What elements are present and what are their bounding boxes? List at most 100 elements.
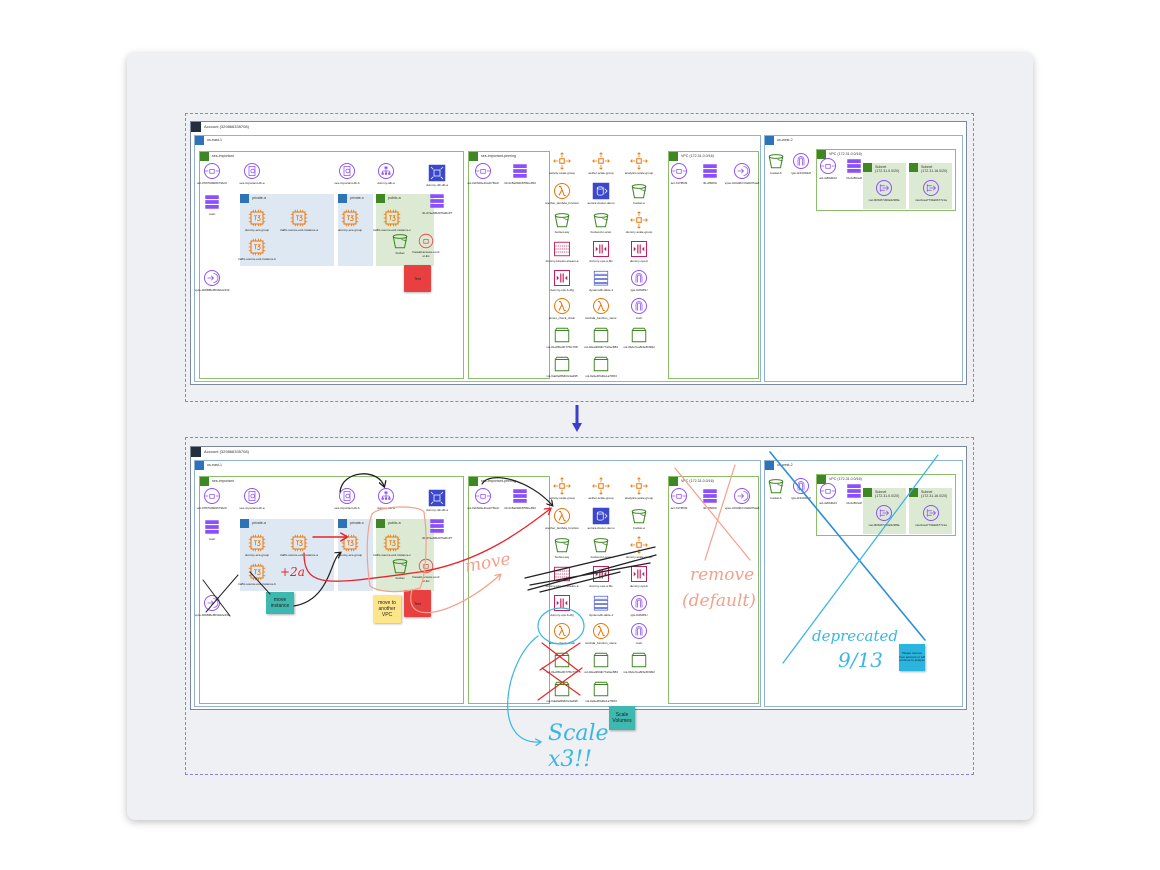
resource-node[interactable]: rtb-0c8a0b6b87f8ce653 [500, 487, 540, 510]
vpc-box[interactable]: ses-important-peering [468, 476, 550, 704]
resource-node[interactable]: bucket-say [542, 211, 582, 234]
resource-node[interactable]: ses-important-db-a [232, 487, 272, 510]
region-box[interactable]: us-east-1 [194, 460, 761, 707]
resource-node[interactable]: ses-important-db-b [327, 162, 367, 185]
subnet-box[interactable]: public-a [376, 194, 434, 266]
resource-node[interactable]: dummy-ops-a-ftls [581, 565, 621, 588]
resource-node[interactable]: lambda_function_name [581, 622, 621, 645]
resource-node[interactable]: dummy-alb-a [366, 162, 406, 185]
resource-node[interactable]: dummy-scale-group [619, 211, 659, 234]
sticky-note-move-instance[interactable]: move instance [266, 592, 294, 614]
resource-node[interactable]: bucket-for-scan [581, 211, 621, 234]
resource-node[interactable]: vol-0b2e7ea6f3e6f3992 [619, 326, 659, 349]
resource-node[interactable]: activity-scale-group [542, 477, 582, 500]
resource-node[interactable]: nat-0f2b0f7d30a3c9f8a [864, 504, 904, 527]
resource-node[interactable]: dummy-ecs-group [237, 534, 277, 557]
resource-node[interactable]: igw-0c1b6f0e8 [781, 152, 821, 175]
resource-node[interactable]: vol-0de8ef8f2b0c4a295 [542, 680, 582, 703]
resource-node[interactable]: another_lambda_function [542, 507, 582, 530]
resource-node[interactable]: main [192, 518, 232, 541]
resource-node[interactable]: bucket-for-scan [581, 536, 621, 559]
resource-node[interactable]: bucket-a [619, 182, 659, 205]
sticky-note-scale-volumes[interactable]: Scale Volumes [609, 706, 635, 730]
resource-node[interactable]: rtb-07ae6f6d07fa6b4f7 [417, 192, 457, 215]
resource-node[interactable]: vol-0de8ef8f2b0c4a295 [542, 355, 582, 378]
resource-node[interactable]: nat-0cea7730a6b77c1a [911, 179, 951, 202]
resource-node[interactable]: acl-0787b08d6b79bc0 [192, 487, 232, 510]
resource-node[interactable]: traffic-source-ec2-instance-a [279, 209, 319, 232]
resource-node[interactable]: dummy-nlb-db-a [417, 489, 457, 512]
resource-node[interactable]: aether-scale-group [581, 477, 621, 500]
resource-node[interactable]: analytics-scale-group [619, 477, 659, 500]
subnet-box[interactable]: private-c [338, 194, 373, 266]
resource-node[interactable]: ses-important-db-b [327, 487, 367, 510]
resource-node[interactable]: nat-0cea7730a6b77c1a [911, 504, 951, 527]
sticky-note-remove-account[interactable]: Please remove from account or will conti… [899, 644, 925, 671]
resource-node[interactable]: vol-0e9e4f6d0e1a7f453 [581, 355, 621, 378]
resource-node[interactable]: acl-d2f0d0d4 [808, 157, 848, 180]
resource-node[interactable]: activity-scale-group [542, 152, 582, 175]
resource-node[interactable]: vol-01e8f0e0b77f0c708 [542, 326, 582, 349]
resource-node[interactable]: rtb-0c8f2a1f [834, 482, 874, 505]
resource-node[interactable]: dummy-ops-b-dfg [542, 269, 582, 292]
resource-node[interactable]: vpce-0068f8ef6f33d2e333 [192, 269, 232, 292]
resource-node[interactable]: dummy-scale-group [619, 536, 659, 559]
vpc-box[interactable]: ses-important-peering [468, 151, 550, 379]
resource-node[interactable]: vol-0b2e7ea6f3e6f3992 [619, 651, 659, 674]
resource-node[interactable]: igw-0c8c8f1f [619, 594, 659, 617]
resource-node[interactable]: aurora-cluster-demo [581, 507, 621, 530]
resource-node[interactable]: dummy-ops-b [619, 240, 659, 263]
resource-node[interactable]: dummy-ops-b [619, 565, 659, 588]
resource-node[interactable]: vol-0dea9f0db77a0ec883 [581, 326, 621, 349]
resource-node[interactable]: traffic-source-ec2-instance-a [279, 534, 319, 557]
resource-node[interactable]: dummy-ops-a-ftls [581, 240, 621, 263]
resource-node[interactable]: dynamodb-table-1 [581, 269, 621, 292]
resource-node[interactable]: nat-0f2b0f7d30a3c9f8a [864, 179, 904, 202]
resource-node[interactable]: dummy-ecs-group [237, 209, 277, 232]
resource-node[interactable]: vol-0e9e4f6d0e1a7f453 [581, 680, 621, 703]
resource-node[interactable]: dummy-ops-b-dfg [542, 594, 582, 617]
resource-node[interactable]: acl-7d7f80f3 [659, 162, 699, 185]
resource-node[interactable]: acl-02c6d0e1ba1f7f0e9 [463, 162, 503, 185]
resource-node[interactable]: vol-0dea9f0db77a0ec883 [581, 651, 621, 674]
resource-node[interactable]: traffic-source-ec2-instance-c [372, 534, 412, 557]
resource-node[interactable]: firewall-access-control-list [406, 232, 446, 258]
resource-node[interactable]: dynamodb-table-1 [581, 594, 621, 617]
resource-node[interactable]: vpce-0068f8ef6f33d2e333 [192, 594, 232, 617]
resource-node[interactable]: main [192, 193, 232, 216]
resource-node[interactable]: traffic-source-ec2-instance-b [237, 238, 277, 261]
vpc-box[interactable]: VPC (172.31.0.0/16) [668, 476, 759, 704]
resource-node[interactable]: acl-0787b08d6b79bc0 [192, 162, 232, 185]
resource-node[interactable]: analytics-scale-group [619, 152, 659, 175]
resource-node[interactable]: james_check_chain [542, 622, 582, 645]
resource-node[interactable]: dummy-nlb-db-a [417, 164, 457, 187]
resource-node[interactable]: aurora-cluster-demo [581, 182, 621, 205]
resource-node[interactable]: vol-01e8f0e0b77f0c708 [542, 651, 582, 674]
resource-node[interactable]: james_check_chain [542, 297, 582, 320]
resource-node[interactable]: dummy-ecs-group [330, 534, 370, 557]
resource-node[interactable]: rtb-df60f3c [690, 162, 730, 185]
resource-node[interactable]: acl-02c6d0e1ba1f7f0e9 [463, 487, 503, 510]
resource-node[interactable]: dummy-kinesis-stream-a [542, 565, 582, 588]
resource-node[interactable]: bucket-b [756, 152, 796, 175]
resource-node[interactable]: dummy-ecs-group [330, 209, 370, 232]
resource-node[interactable]: traffic-source-ec2-instance-c [372, 209, 412, 232]
resource-node[interactable]: bucket [380, 232, 420, 255]
resource-node[interactable]: firewall-access-control-list [406, 557, 446, 583]
resource-node[interactable]: bucket-say [542, 536, 582, 559]
resource-node[interactable]: another_lambda_function [542, 182, 582, 205]
test-note[interactable]: Test [404, 590, 431, 617]
resource-node[interactable]: main [619, 622, 659, 645]
test-note[interactable]: Test [404, 265, 431, 292]
resource-node[interactable]: bucket-a [619, 507, 659, 530]
resource-node[interactable]: lambda_function_name [581, 297, 621, 320]
resource-node[interactable]: rtb-07ae6f6d07fa6b4f7 [417, 517, 457, 540]
resource-node[interactable]: rtb-0c8f2a1f [834, 157, 874, 180]
resource-node[interactable]: rtb-0c8a0b6b87f8ce653 [500, 162, 540, 185]
vpc-box[interactable]: ses-important [199, 151, 464, 379]
vpc-box[interactable]: VPC (172.31.0.0/16) [668, 151, 759, 379]
resource-node[interactable]: traffic-source-ec2-instance-b [237, 563, 277, 586]
resource-node[interactable]: dummy-kinesis-stream-a [542, 240, 582, 263]
